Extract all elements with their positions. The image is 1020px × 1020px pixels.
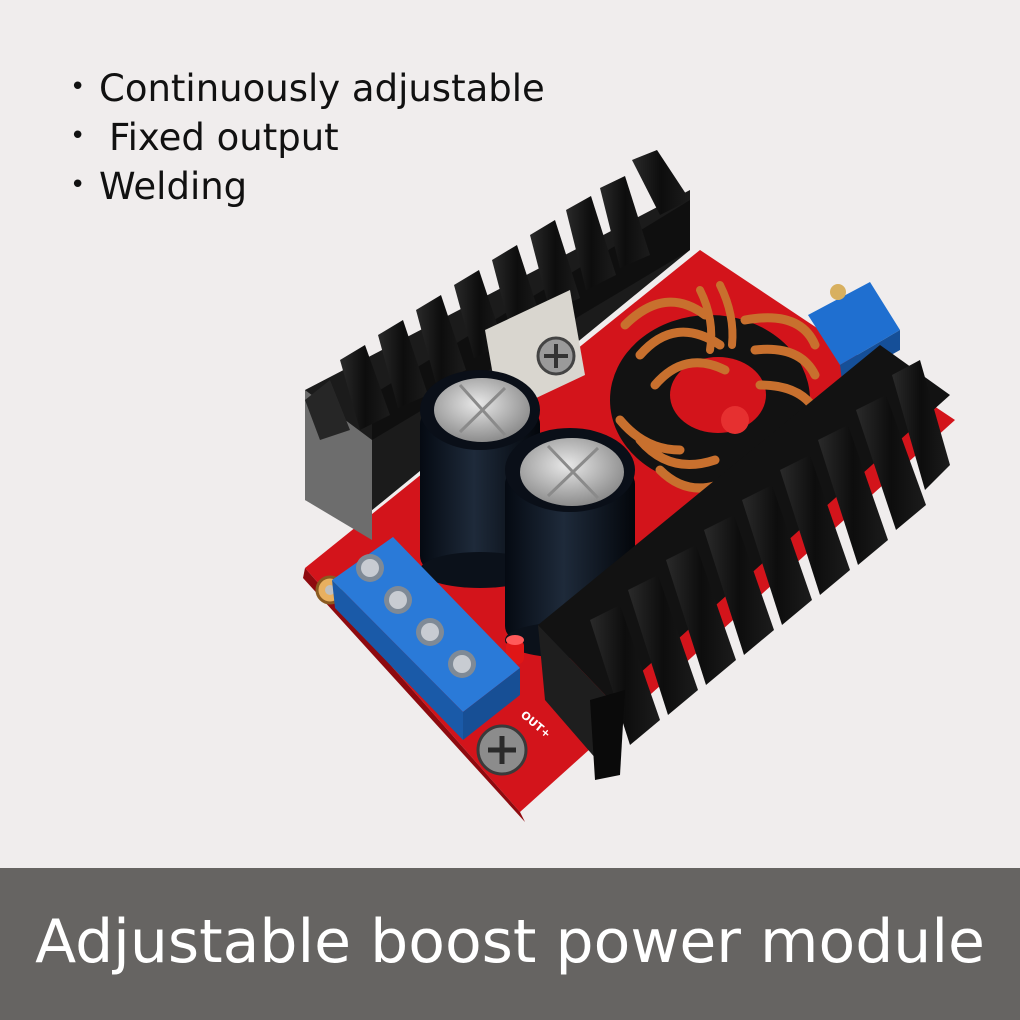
front-heatsink	[538, 345, 950, 780]
boost-module-illustration: OUT+	[303, 150, 955, 822]
mounting-screw-icon	[476, 724, 528, 776]
feature-item: Continuously adjustable	[68, 63, 545, 113]
led-indicator	[506, 635, 524, 664]
terminal-screw-icon	[356, 554, 384, 582]
terminal-screw-icon	[448, 650, 476, 678]
banner-title: Adjustable boost power module	[35, 907, 985, 977]
mounting-hole-center	[325, 585, 335, 595]
terminal-screw-icon	[416, 618, 444, 646]
toroid-inductor	[610, 281, 820, 493]
adjust-screw-icon	[830, 284, 846, 300]
title-banner	[0, 868, 1020, 1020]
terminal-block	[332, 537, 520, 740]
terminal-screw-icon	[384, 586, 412, 614]
feature-item: Welding	[68, 161, 545, 211]
feature-item: Fixed output	[68, 112, 545, 162]
feature-list: Continuously adjustable Fixed output Wel…	[68, 63, 545, 211]
